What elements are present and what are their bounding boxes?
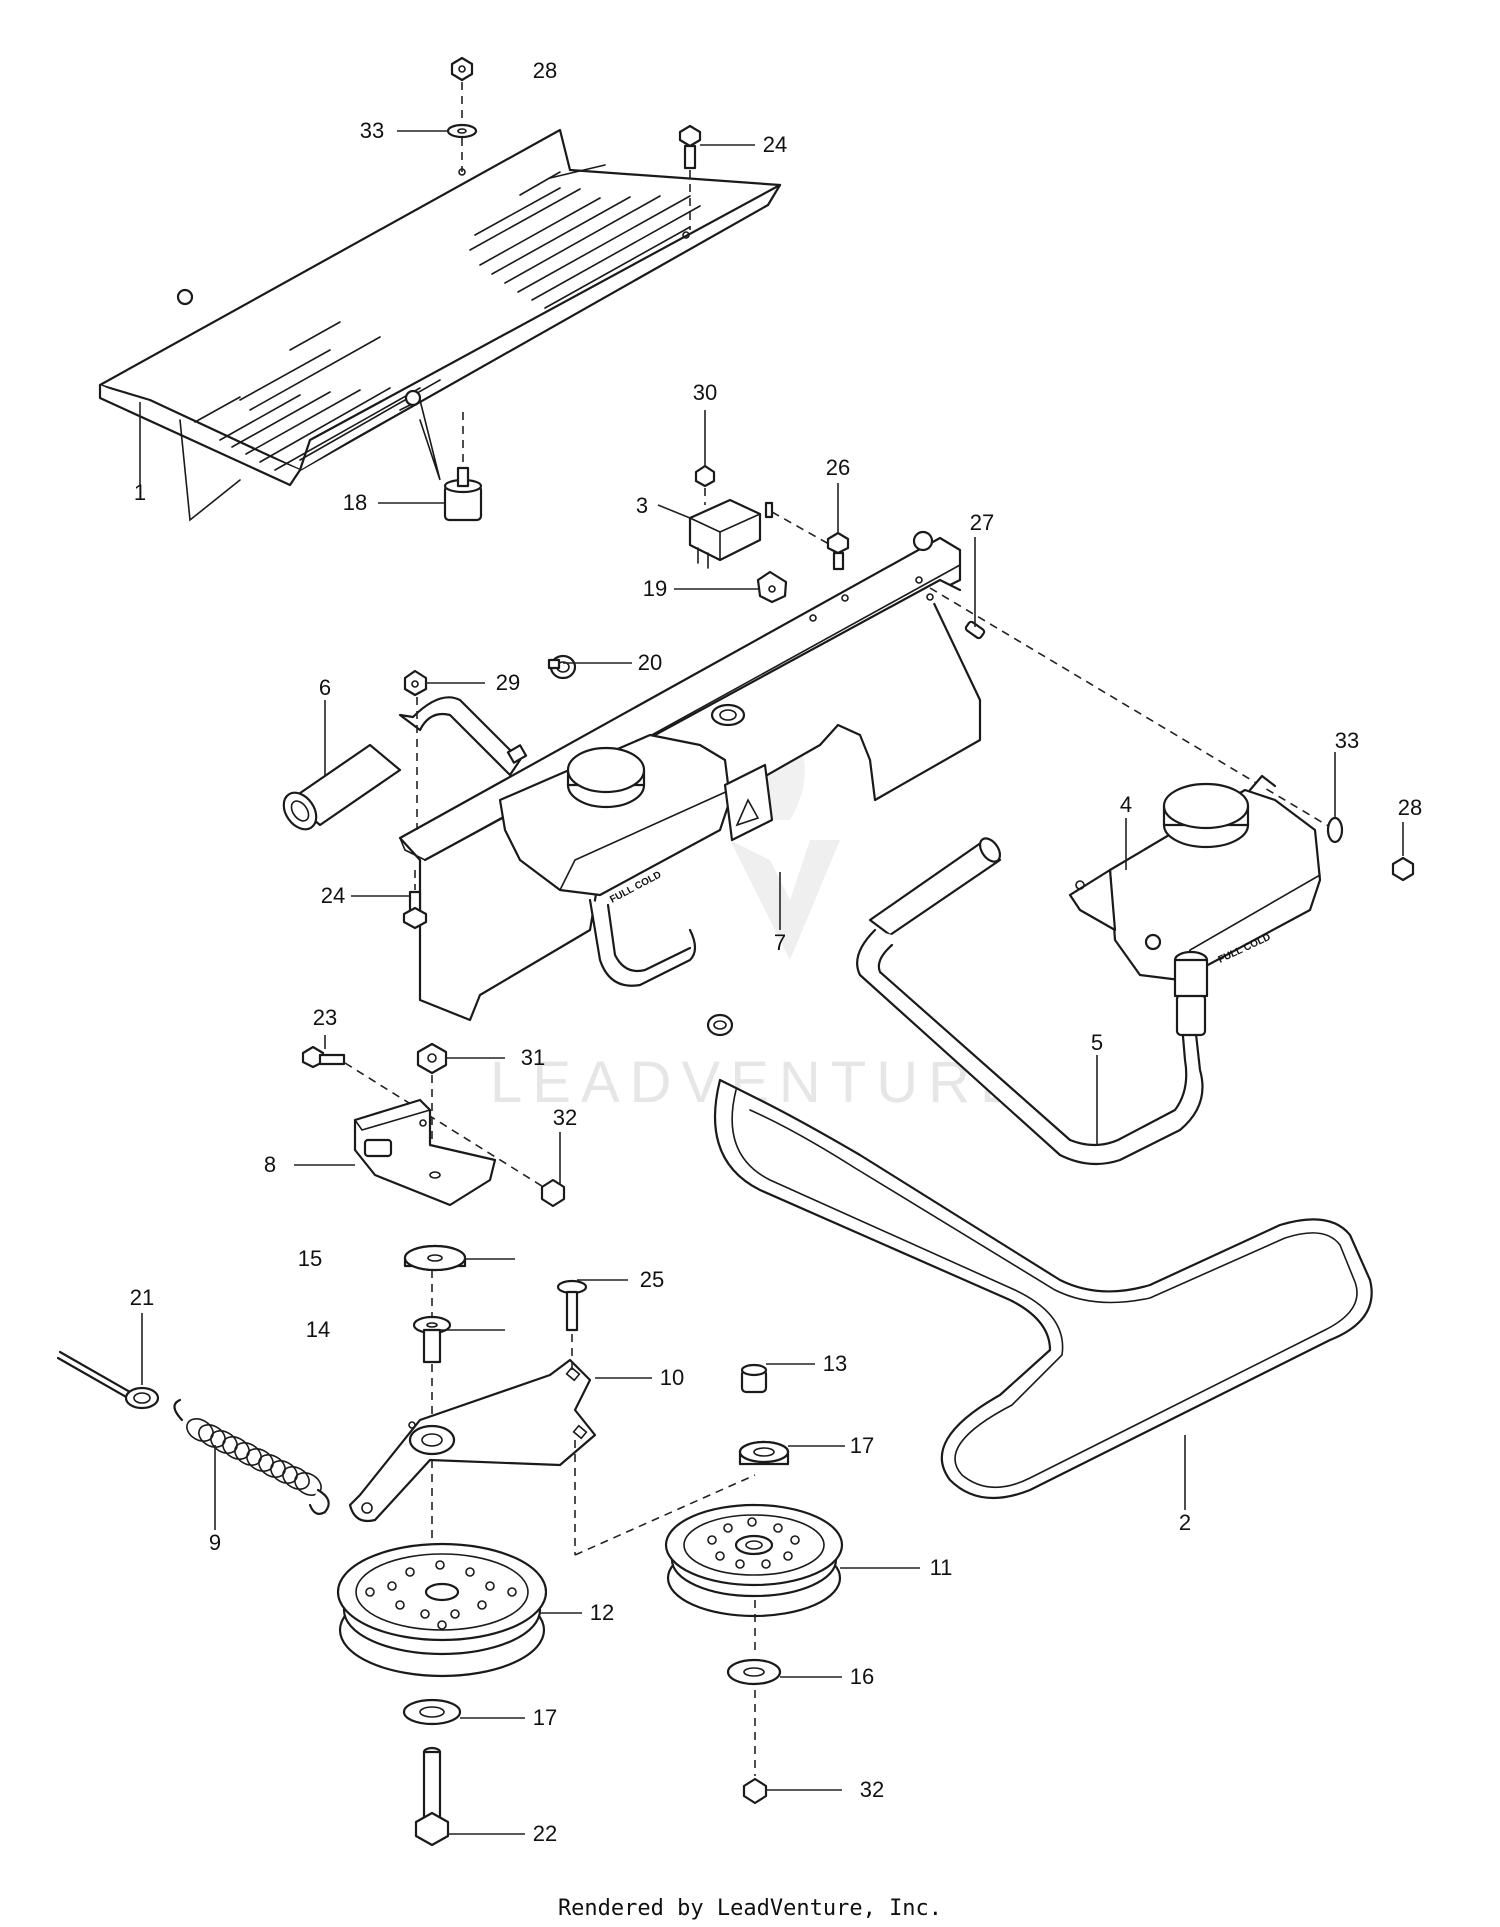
callout-32-lower: 32 bbox=[860, 1777, 884, 1802]
part-33-washer-right bbox=[1326, 816, 1344, 844]
part-3-relay bbox=[688, 498, 774, 569]
callout-18: 18 bbox=[343, 490, 367, 515]
part-21-eyebolt bbox=[56, 1350, 160, 1410]
part-28-nut-top bbox=[450, 56, 474, 82]
callout-33-top: 33 bbox=[360, 118, 384, 143]
callout-28-right: 28 bbox=[1398, 795, 1422, 820]
callout-5: 5 bbox=[1091, 1030, 1103, 1055]
part-20-hose-clamp bbox=[547, 654, 577, 680]
leader-lines bbox=[139, 130, 1404, 1835]
part-24-bolt-lower bbox=[402, 890, 428, 930]
callout-19: 19 bbox=[643, 576, 667, 601]
part-27-bolt bbox=[964, 620, 986, 640]
callout-12: 12 bbox=[590, 1600, 614, 1625]
part-5-hose bbox=[856, 837, 1209, 1166]
callout-7: 7 bbox=[774, 930, 786, 955]
part-7-bracket-assembly: FULL COLD bbox=[398, 530, 982, 1022]
callout-9: 9 bbox=[209, 1530, 221, 1555]
callout-14: 14 bbox=[306, 1317, 330, 1342]
part-18-spacer bbox=[443, 466, 483, 522]
callout-32-upper: 32 bbox=[553, 1105, 577, 1130]
callout-6: 6 bbox=[319, 675, 331, 700]
part-6-hose-left bbox=[282, 696, 528, 831]
callout-30: 30 bbox=[693, 380, 717, 405]
part-32-nut-lower bbox=[742, 1777, 768, 1805]
footer-credit: Rendered by LeadVenture, Inc. bbox=[558, 1896, 942, 1921]
part-16-washer bbox=[726, 1658, 782, 1686]
callout-21: 21 bbox=[130, 1285, 154, 1310]
callouts: 1 2 3 4 5 6 7 8 9 10 11 12 13 14 15 16 1… bbox=[130, 58, 1422, 1846]
part-19-clip bbox=[756, 570, 788, 604]
callout-20: 20 bbox=[638, 650, 662, 675]
callout-16: 16 bbox=[850, 1664, 874, 1689]
part-30-nut bbox=[694, 464, 716, 488]
part-12-pulley bbox=[336, 1542, 548, 1678]
callout-24-lower: 24 bbox=[321, 883, 345, 908]
callout-11: 11 bbox=[930, 1555, 953, 1580]
part-31-nut bbox=[416, 1042, 448, 1075]
part-8-bracket bbox=[353, 1098, 497, 1207]
part-17-washer-upper bbox=[738, 1440, 790, 1466]
callout-31: 31 bbox=[521, 1045, 545, 1070]
callout-28-top: 28 bbox=[533, 58, 557, 83]
callout-23: 23 bbox=[313, 1005, 337, 1030]
callout-25: 25 bbox=[640, 1267, 664, 1292]
part-14-bushing bbox=[412, 1315, 452, 1364]
part-13-spacer bbox=[740, 1363, 768, 1394]
part-15-washer bbox=[403, 1244, 467, 1272]
part-1-belt-cover bbox=[98, 128, 782, 522]
part-22-bolt bbox=[414, 1746, 450, 1847]
part-9-spring bbox=[173, 1398, 330, 1515]
callout-26: 26 bbox=[826, 455, 850, 480]
callout-27: 27 bbox=[970, 510, 994, 535]
callout-22: 22 bbox=[533, 1821, 557, 1846]
callout-4: 4 bbox=[1120, 792, 1132, 817]
callout-13: 13 bbox=[823, 1351, 847, 1376]
callout-33-right: 33 bbox=[1335, 728, 1359, 753]
callout-15: 15 bbox=[298, 1246, 322, 1271]
callout-29: 29 bbox=[496, 670, 520, 695]
part-2-belt bbox=[713, 1078, 1373, 1500]
part-17-washer-lower bbox=[402, 1698, 462, 1726]
callout-10: 10 bbox=[660, 1365, 684, 1390]
part-28-nut-right bbox=[1391, 856, 1415, 882]
callout-8: 8 bbox=[264, 1152, 276, 1177]
callout-17-lower: 17 bbox=[533, 1705, 557, 1730]
callout-1: 1 bbox=[134, 480, 146, 505]
part-29-nut bbox=[403, 669, 428, 697]
part-26-bolt bbox=[826, 531, 850, 571]
part-11-pulley bbox=[664, 1503, 844, 1618]
callout-3: 3 bbox=[636, 493, 648, 518]
part-10-idler-arm bbox=[348, 1358, 597, 1523]
part-32-nut-upper bbox=[540, 1178, 566, 1208]
part-24-bolt-upper bbox=[678, 124, 702, 170]
part-23-bolt bbox=[301, 1045, 346, 1069]
callout-24-upper: 24 bbox=[763, 132, 787, 157]
hose-clamp-lower bbox=[706, 1013, 734, 1037]
part-25-pin bbox=[556, 1279, 588, 1332]
callout-2: 2 bbox=[1179, 1510, 1191, 1535]
part-33-washer-top bbox=[446, 123, 478, 139]
callout-17-upper: 17 bbox=[850, 1433, 874, 1458]
part-4-tank: FULL COLD bbox=[1068, 774, 1322, 982]
